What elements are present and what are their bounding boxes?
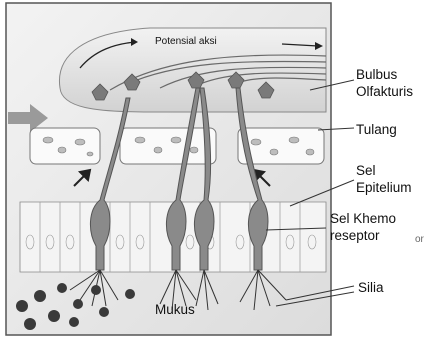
label-bone: Tulang: [356, 122, 397, 138]
label-edge-fragment: or: [415, 232, 424, 248]
label-epithelium-2: Epitelium: [356, 180, 412, 196]
label-chemoreceptor-1: Sel Khemo: [330, 211, 396, 227]
label-cilia: Silia: [358, 280, 384, 296]
label-bulbus-1: Bulbus: [356, 67, 397, 83]
label-potential: Potensial aksi: [155, 34, 217, 50]
label-bulbus-2: Olfakturis: [356, 84, 413, 100]
label-chemoreceptor-2: reseptor: [330, 228, 380, 244]
bone-layer: [30, 128, 324, 164]
label-mucus: Mukus: [155, 302, 195, 318]
label-epithelium-1: Sel: [356, 163, 376, 179]
